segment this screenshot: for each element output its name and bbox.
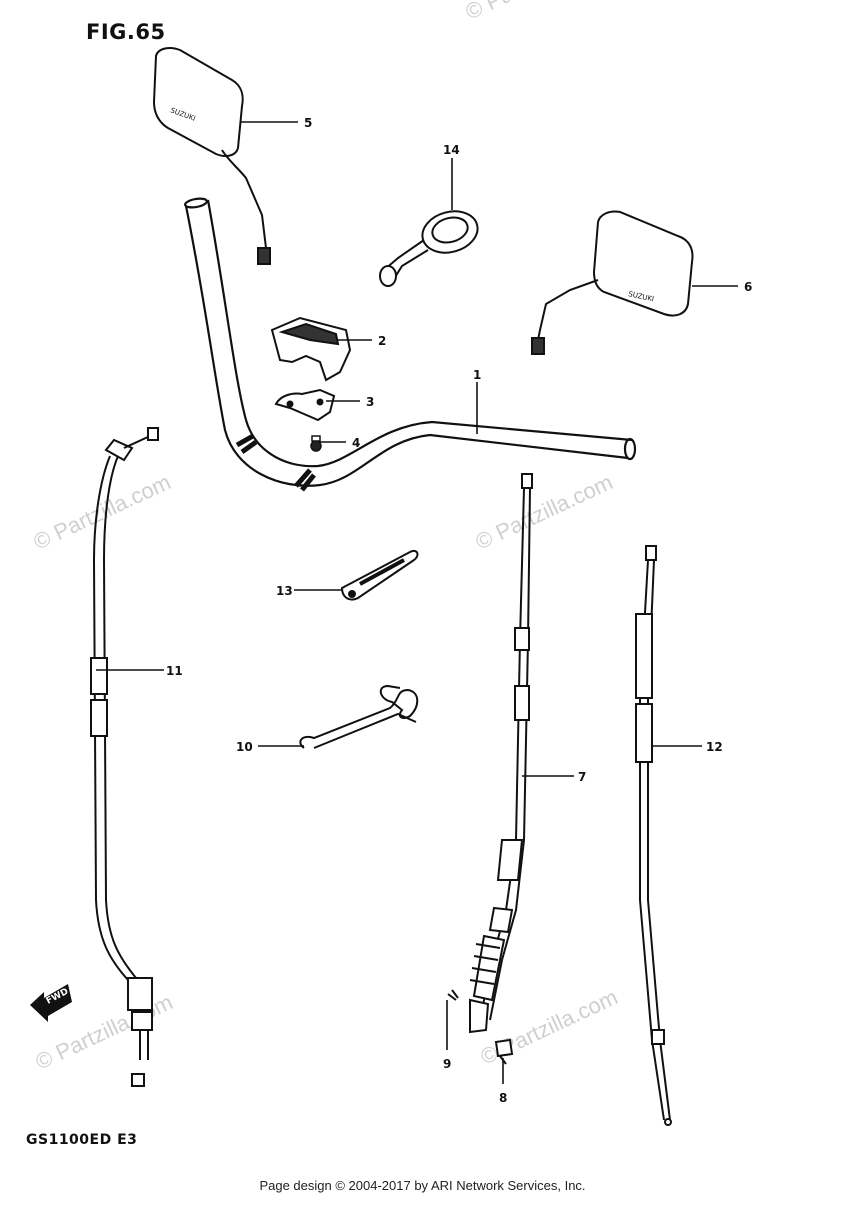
- bracket-part-3[interactable]: [274, 388, 336, 422]
- handlebar-part-1[interactable]: [184, 197, 637, 492]
- watermark: © Partzilla.com: [472, 469, 617, 554]
- fwd-arrow-icon: FWD: [30, 984, 72, 1022]
- callout-5[interactable]: 5: [304, 116, 312, 130]
- bolt-part-4[interactable]: [310, 435, 322, 452]
- callout-numbers: 5 14 6 2 3 4 1 11 7 12 13 10 9 8: [166, 116, 752, 1105]
- clutch-cable-part-7[interactable]: [469, 473, 533, 1034]
- handlebar-clamp-part-2[interactable]: [270, 316, 352, 382]
- callout-9[interactable]: 9: [443, 1057, 451, 1071]
- watermark: © Partzilla.com: [462, 0, 607, 25]
- cotter-pin-part-9[interactable]: [447, 989, 459, 1001]
- cable-clamp-part-14[interactable]: [379, 205, 482, 287]
- right-mirror-part-6[interactable]: SUZUKI: [531, 210, 694, 355]
- choke-cable-part-12[interactable]: [635, 545, 672, 1126]
- callout-3[interactable]: 3: [366, 395, 374, 409]
- callout-8[interactable]: 8: [499, 1091, 507, 1105]
- watermarks: © Partzilla.com © Partzilla.com © Partzi…: [30, 0, 622, 1075]
- wire-clip-part-10[interactable]: [299, 684, 419, 749]
- callout-1[interactable]: 1: [473, 368, 481, 382]
- throttle-cable-part-11[interactable]: [90, 427, 159, 1087]
- callout-leaders: [96, 121, 738, 1084]
- callout-6[interactable]: 6: [744, 280, 752, 294]
- callout-7[interactable]: 7: [578, 770, 586, 784]
- callout-12[interactable]: 12: [706, 740, 723, 754]
- callout-11[interactable]: 11: [166, 664, 183, 678]
- callout-4[interactable]: 4: [352, 436, 360, 450]
- footer-copyright: Page design © 2004-2017 by ARI Network S…: [259, 1178, 586, 1193]
- model-code: GS1100ED E3: [26, 1132, 138, 1148]
- callout-10[interactable]: 10: [236, 740, 253, 754]
- callout-14[interactable]: 14: [443, 143, 460, 157]
- callout-2[interactable]: 2: [378, 334, 386, 348]
- figure-title: FIG.65: [86, 20, 166, 44]
- strap-part-13[interactable]: [340, 550, 419, 601]
- callout-13[interactable]: 13: [276, 584, 293, 598]
- left-mirror-part-5[interactable]: SUZUKI: [152, 47, 271, 265]
